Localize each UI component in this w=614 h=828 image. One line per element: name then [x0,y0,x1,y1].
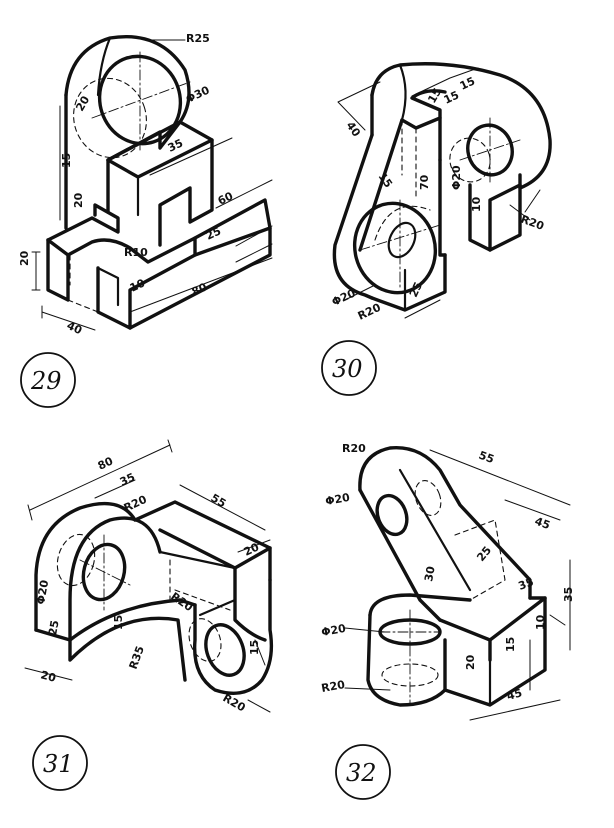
dim-30-10: 10 [470,196,483,212]
figure-30-number: 30 [332,355,363,383]
figure-29-number-badge: 29 [20,352,76,408]
dim-31-15-right: 15 [248,640,261,655]
dim-32-phi20-bottom: Φ20 [320,622,347,639]
dim-31-r35: R35 [127,644,147,671]
figure-32-part: R20 55 Φ20 45 25 30 35 35 Φ20 10 15 20 R… [320,442,575,721]
dim-30-70: 70 [418,174,431,190]
dim-29-25: 25 [204,224,223,242]
dim-30-15-mid: 15 [376,170,395,190]
dim-30-40: 40 [344,119,364,139]
dim-29-20-left: 20 [18,250,31,266]
figure-32-number-badge: 32 [335,744,391,800]
dim-31-25: 25 [46,619,61,636]
dim-32-45-bottom: 45 [505,686,523,703]
dim-32-r20-top: R20 [342,442,366,455]
dim-31-r20-mid: R20 [168,590,195,614]
dim-29-60: 60 [216,189,236,207]
dim-31-r20-bottom: R20 [221,691,248,714]
dim-31-35: 35 [118,470,137,488]
dim-31-r20-top: R20 [122,493,149,515]
dim-30-15-b: 15 [442,88,461,106]
dim-29-80: 80 [190,280,210,298]
figure-29-part: R25 Φ30 20 35 15 20 60 25 20 R10 10 80 4… [18,32,273,337]
dim-29-10: 10 [128,276,148,294]
figure-30-number-badge: 30 [321,340,377,396]
dim-32-r20-bottom: R20 [320,678,346,695]
dim-31-80: 80 [96,454,116,472]
dim-32-35-mid: 35 [517,575,536,592]
dim-30-r20-bottom: R20 [356,301,383,323]
dim-30-r20-right: R20 [519,213,546,233]
dim-31-20-bottom: 20 [39,668,57,685]
dim-29-r25: R25 [186,32,210,45]
dim-32-phi20-top: Φ20 [324,491,351,508]
dim-29-15: 15 [60,153,73,168]
dim-30-15-c: 15 [458,74,477,92]
figure-31-part: 80 35 55 R20 20 Φ20 25 15 R20 R35 15 20 … [24,439,274,715]
dim-32-30: 30 [422,565,438,583]
figure-32-number: 32 [346,759,377,787]
dim-29-20-top: 20 [73,93,92,113]
dim-32-10: 10 [534,614,547,630]
dim-30-25: 25 [407,280,425,299]
figure-29-number: 29 [30,367,62,395]
dim-29-35: 35 [166,136,185,154]
dim-29-40: 40 [65,319,85,337]
figure-31-number: 31 [43,750,74,778]
dim-32-35-right: 35 [562,587,575,602]
dim-31-20-right: 20 [242,540,262,558]
dim-32-25: 25 [474,544,494,564]
dim-32-55: 55 [477,449,496,466]
dim-31-55: 55 [209,491,229,510]
dim-31-phi20: Φ20 [34,579,51,606]
dim-30-phi20-right: Φ20 [450,165,463,190]
dim-32-15: 15 [504,637,517,652]
dim-31-15-left: 15 [112,615,125,630]
figure-31-number-badge: 31 [32,735,88,791]
dim-29-20-mid: 20 [72,192,85,208]
dim-29-r10: R10 [124,246,148,259]
dim-32-45-top: 45 [533,515,552,532]
figure-30-part: 15 15 15 40 Φ20 15 70 10 R20 Φ20 R20 25 [330,62,552,323]
dim-32-20: 20 [464,654,477,670]
